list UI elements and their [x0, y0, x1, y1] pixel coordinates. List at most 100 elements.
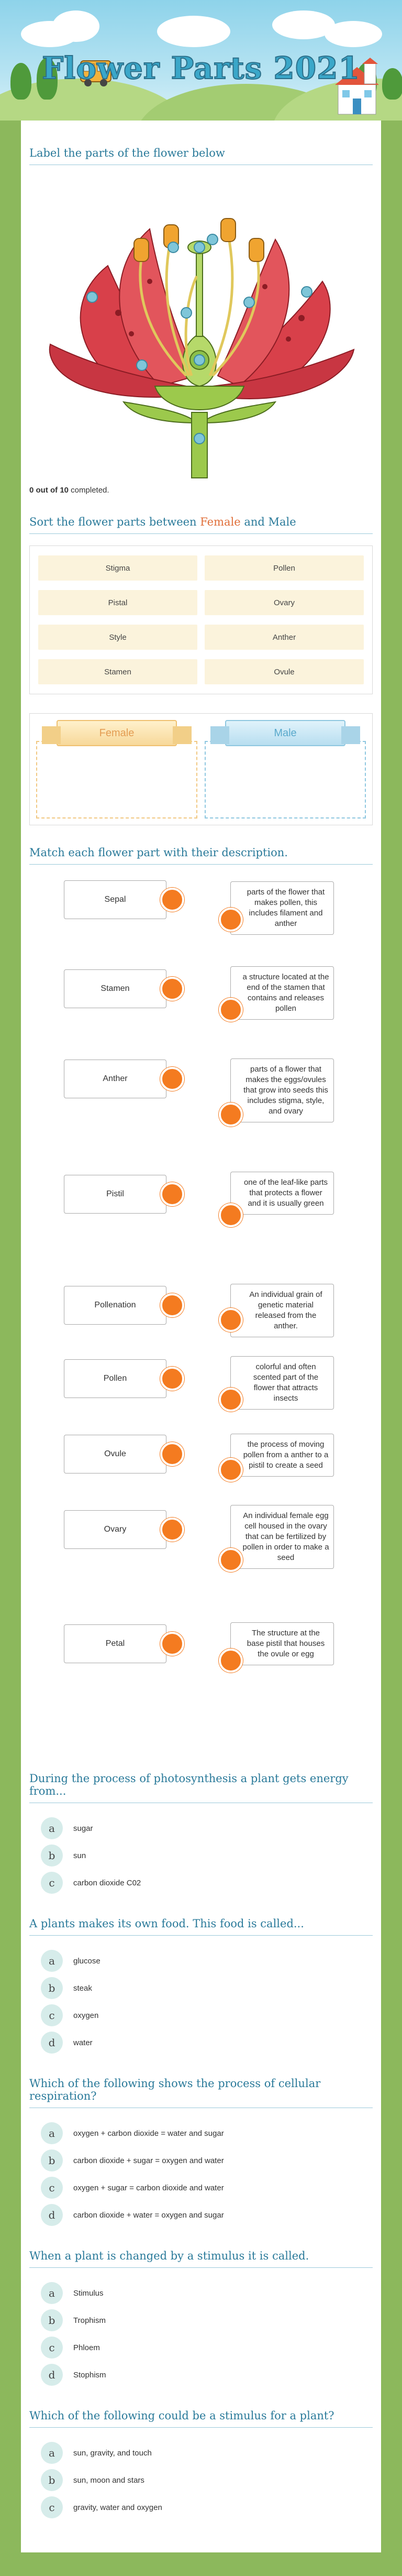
male-column: Male — [205, 720, 366, 818]
match-description[interactable]: An individual grain of genetic material … — [230, 1284, 334, 1337]
match-connector[interactable] — [160, 1293, 184, 1317]
option-text: Stophism — [73, 2370, 106, 2379]
match-connector[interactable] — [160, 1067, 184, 1091]
page-title: Flower Parts 2021 — [41, 50, 360, 86]
option-letter: b — [41, 2149, 63, 2171]
match-connector[interactable] — [219, 1548, 243, 1572]
progress-count: 0 out of 10 — [29, 486, 69, 495]
match-term[interactable]: Petal — [64, 1624, 166, 1663]
sort-chip[interactable]: Ovule — [205, 659, 364, 684]
sort-drop-area: Female Male — [29, 713, 373, 825]
option-letter: d — [41, 2204, 63, 2226]
match-term[interactable]: Stamen — [64, 969, 166, 1008]
male-banner: Male — [210, 720, 360, 746]
match-connector[interactable] — [219, 1308, 243, 1332]
match-description[interactable]: parts of a flower that makes the eggs/ov… — [230, 1058, 334, 1122]
match-term[interactable]: Ovary — [64, 1510, 166, 1549]
match-description[interactable]: parts of the flower that makes pollen, t… — [230, 881, 334, 935]
match-connector[interactable] — [160, 1367, 184, 1391]
match-connector[interactable] — [160, 1182, 184, 1206]
option-letter: c — [41, 2177, 63, 2199]
mc-question-5: Which of the following could be a stimul… — [29, 2409, 373, 2521]
label-hotspot[interactable] — [194, 433, 205, 444]
label-hotspot[interactable] — [168, 242, 179, 253]
label-hotspot[interactable] — [207, 234, 218, 245]
label-hotspot[interactable] — [194, 354, 205, 366]
match-description[interactable]: one of the leaf-like parts that protects… — [230, 1172, 334, 1215]
option-text: sun — [73, 1851, 86, 1860]
match-term[interactable]: Sepal — [64, 880, 166, 919]
option-text: sun, moon and stars — [73, 2475, 144, 2485]
match-term[interactable]: Pollenation — [64, 1286, 166, 1325]
mc-question-text: A plants makes its own food. This food i… — [29, 1917, 373, 1936]
label-hotspot[interactable] — [301, 286, 312, 298]
sort-chip[interactable]: Style — [38, 625, 197, 650]
match-connector[interactable] — [160, 1442, 184, 1466]
match-connector[interactable] — [219, 1649, 243, 1673]
match-connector[interactable] — [160, 1518, 184, 1542]
match-section: Match each flower part with their descri… — [29, 846, 373, 1751]
match-connector[interactable] — [219, 998, 243, 1022]
match-connector[interactable] — [160, 888, 184, 912]
match-term[interactable]: Anther — [64, 1060, 166, 1098]
match-description[interactable]: colorful and often scented part of the f… — [230, 1356, 334, 1410]
female-dropzone[interactable] — [36, 741, 197, 818]
mc-option[interactable]: b sun — [29, 1842, 373, 1869]
label-hotspot[interactable] — [136, 359, 148, 371]
match-connector[interactable] — [160, 977, 184, 1001]
match-description[interactable]: The structure at the base pistil that ho… — [230, 1622, 334, 1665]
label-hotspot[interactable] — [181, 307, 192, 319]
sort-question-male: Male — [268, 516, 296, 528]
match-connector[interactable] — [219, 908, 243, 932]
label-hotspot[interactable] — [86, 291, 98, 303]
option-text: steak — [73, 1983, 92, 1993]
sort-chip[interactable]: Stamen — [38, 659, 197, 684]
mc-question-3: Which of the following shows the process… — [29, 2077, 373, 2229]
match-connector[interactable] — [219, 1458, 243, 1482]
option-letter: a — [41, 1950, 63, 1972]
option-letter: b — [41, 1844, 63, 1866]
sort-chip[interactable]: Ovary — [205, 590, 364, 615]
mc-option[interactable]: b sun, moon and stars — [29, 2466, 373, 2494]
label-question: Label the parts of the flower below — [29, 147, 373, 165]
match-description[interactable]: a structure located at the end of the st… — [230, 966, 334, 1020]
match-connector[interactable] — [160, 1632, 184, 1656]
match-term[interactable]: Ovule — [64, 1435, 166, 1473]
match-connector[interactable] — [219, 1203, 243, 1227]
sort-chip[interactable]: Anther — [205, 625, 364, 650]
match-connector[interactable] — [219, 1388, 243, 1412]
mc-question-text: Which of the following could be a stimul… — [29, 2409, 373, 2428]
option-letter: b — [41, 2469, 63, 2491]
match-description[interactable]: An individual female egg cell housed in … — [230, 1505, 334, 1569]
label-hotspot[interactable] — [243, 297, 255, 308]
label-hotspot[interactable] — [194, 242, 205, 253]
option-letter: b — [41, 2309, 63, 2331]
sort-chip[interactable]: Pollen — [205, 555, 364, 581]
option-text: oxygen + carbon dioxide = water and suga… — [73, 2129, 224, 2138]
sort-chip[interactable]: Pistal — [38, 590, 197, 615]
match-description[interactable]: the process of moving pollen from a anth… — [230, 1434, 334, 1477]
sort-chip[interactable]: Stigma — [38, 555, 197, 581]
male-dropzone[interactable] — [205, 741, 366, 818]
match-connector[interactable] — [219, 1103, 243, 1127]
match-term[interactable]: Pistil — [64, 1175, 166, 1214]
match-term[interactable]: Pollen — [64, 1359, 166, 1398]
option-letter: c — [41, 2004, 63, 2026]
option-text: sun, gravity, and touch — [73, 2448, 152, 2458]
